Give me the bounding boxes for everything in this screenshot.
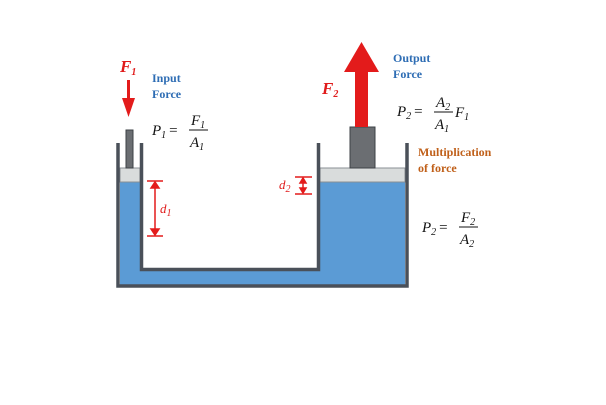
d2-label: d2 bbox=[279, 177, 291, 195]
f2-label: F2 bbox=[321, 79, 338, 100]
input-force-arrow bbox=[122, 80, 135, 117]
hydraulic-fluid bbox=[120, 182, 405, 285]
input-piston bbox=[119, 167, 141, 183]
svg-text:P2=: P2= bbox=[421, 220, 448, 238]
svg-text:P2=: P2= bbox=[396, 104, 423, 122]
d2-marker bbox=[295, 176, 312, 195]
output-force-arrow bbox=[344, 42, 379, 127]
equation-p1: P1= F1 A1 bbox=[151, 113, 208, 153]
svg-text:A1: A1 bbox=[434, 117, 449, 135]
svg-text:F2: F2 bbox=[460, 210, 475, 228]
equation-p2: P2= F2 A2 bbox=[421, 210, 478, 250]
container-walls bbox=[116, 143, 409, 288]
equation-p2-area-ratio: P2= A2 A1 F1 bbox=[396, 95, 469, 135]
svg-text:F1: F1 bbox=[454, 105, 469, 123]
svg-text:A2: A2 bbox=[435, 95, 450, 113]
svg-text:A1: A1 bbox=[189, 135, 204, 153]
d1-label: d1 bbox=[160, 201, 172, 219]
d1-marker bbox=[147, 180, 163, 237]
output-piston bbox=[319, 167, 406, 183]
output-load-block bbox=[349, 126, 376, 169]
svg-text:P1=: P1= bbox=[151, 123, 178, 141]
input-piston-rod bbox=[125, 129, 134, 169]
f1-label: F1 bbox=[119, 57, 136, 78]
svg-text:F1: F1 bbox=[190, 113, 205, 131]
svg-text:A2: A2 bbox=[459, 232, 474, 250]
